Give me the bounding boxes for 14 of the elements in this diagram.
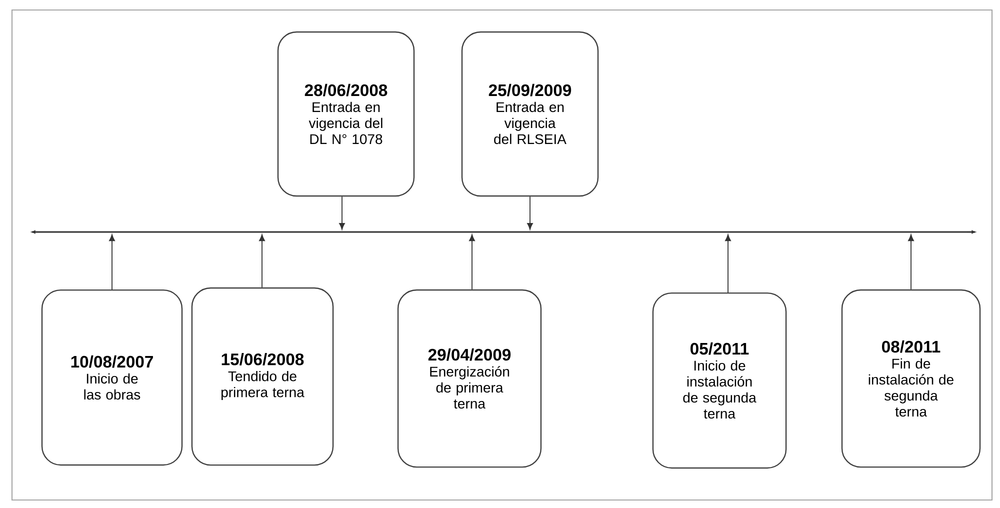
event-box: 28/06/2008 Entrada en vigencia del DL N° 1078 <box>277 31 415 197</box>
connector-arrow <box>908 234 914 290</box>
event-box: 15/06/2008 Tendido de primera terna <box>191 287 334 466</box>
event-box: 25/09/2009 Entrada en vigencia del RLSEIA <box>461 31 599 197</box>
event-box: 08/2011 Fin de instalación de segunda terna <box>841 289 981 468</box>
connector-arrow <box>527 196 533 230</box>
event-box: 05/2011 Inicio de instalación de segunda terna <box>652 292 787 469</box>
connector-arrow <box>725 234 731 293</box>
event-box: 29/04/2009 Energización de primera terna <box>397 289 542 468</box>
connector-arrow <box>259 234 265 288</box>
connector-arrow <box>339 196 345 230</box>
connector-arrow <box>469 234 475 290</box>
event-box: 10/08/2007 Inicio de las obras <box>41 289 183 466</box>
connector-arrow <box>109 234 115 290</box>
